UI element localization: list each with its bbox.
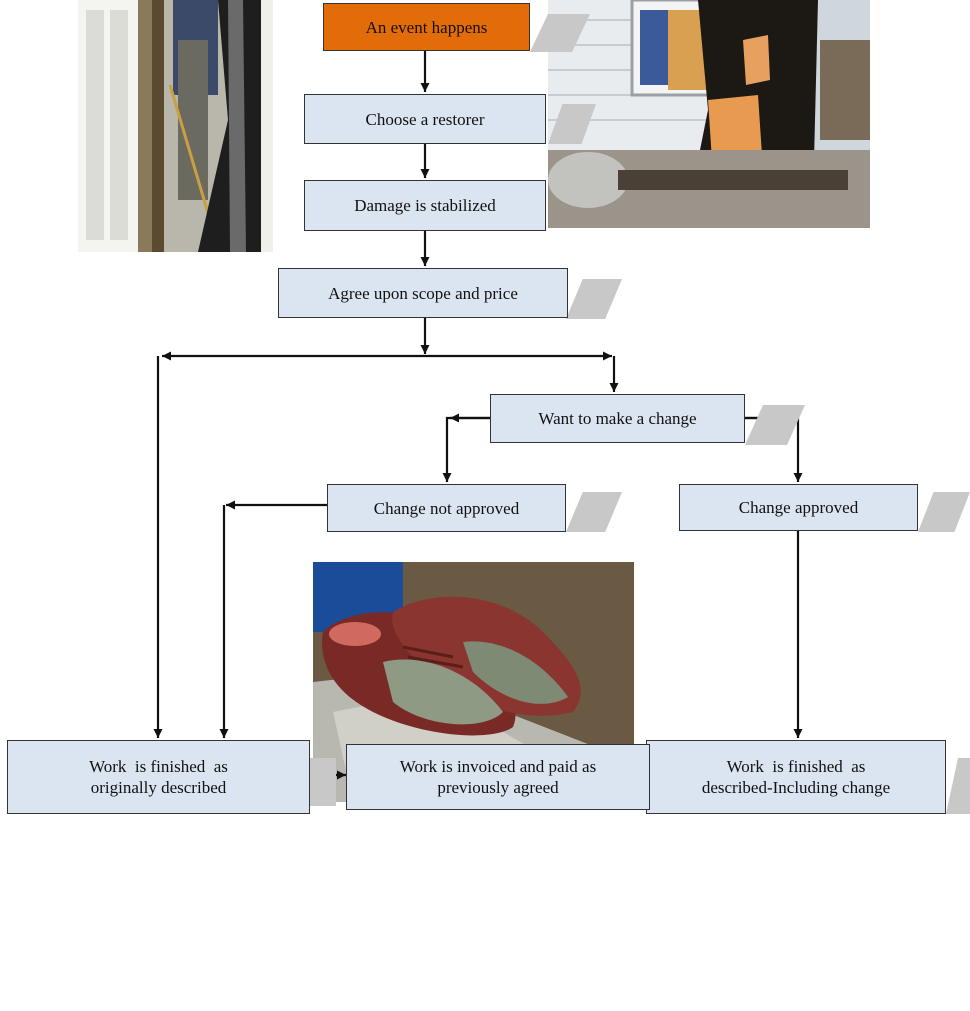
step-event-label: An event happens	[365, 17, 488, 37]
step-invoiced-line2: previously agreed	[437, 778, 559, 797]
step-finished-change-line1: Work is finished as	[726, 757, 866, 776]
doorway-cleanup-graphic	[78, 0, 273, 252]
step-finished-original-line2: originally described	[90, 778, 227, 797]
step-want-change-label: Want to make a change	[538, 409, 697, 428]
step-agree-scope-price: Agree upon scope and price	[278, 268, 568, 318]
step-stabilized-label: Damage is stabilized	[354, 196, 496, 215]
step-finished-original-line1: Work is finished as	[89, 757, 228, 776]
step-finished-change-line2: described-Including change	[701, 778, 891, 797]
step-invoiced-paid: Work is invoiced and paid as previously …	[346, 744, 650, 810]
step-not-approved-label: Change not approved	[373, 498, 520, 518]
step-scope-label: Agree upon scope and price	[328, 283, 518, 303]
step-choose-restorer: Choose a restorer	[304, 94, 546, 144]
step-change-approved: Change approved	[679, 484, 918, 531]
step-finished-change: Work is finished as described-Including …	[646, 740, 946, 814]
arrow-want-change-to-not-approved	[442, 416, 490, 482]
step-damage-stabilized: Damage is stabilized	[304, 180, 546, 231]
step-change-not-approved: Change not approved	[327, 484, 566, 532]
finished-original-shadow	[310, 758, 336, 806]
step-want-change: Want to make a change	[490, 394, 745, 443]
step-invoiced-line1: Work is invoiced and paid as	[399, 757, 597, 776]
doorway-cleanup-photo	[78, 0, 273, 252]
step-approved-label: Change approved	[738, 498, 859, 517]
step-restorer-label: Choose a restorer	[365, 109, 485, 129]
step-event-happens: An event happens	[323, 3, 530, 51]
step-finished-original: Work is finished as originally described	[7, 740, 310, 814]
